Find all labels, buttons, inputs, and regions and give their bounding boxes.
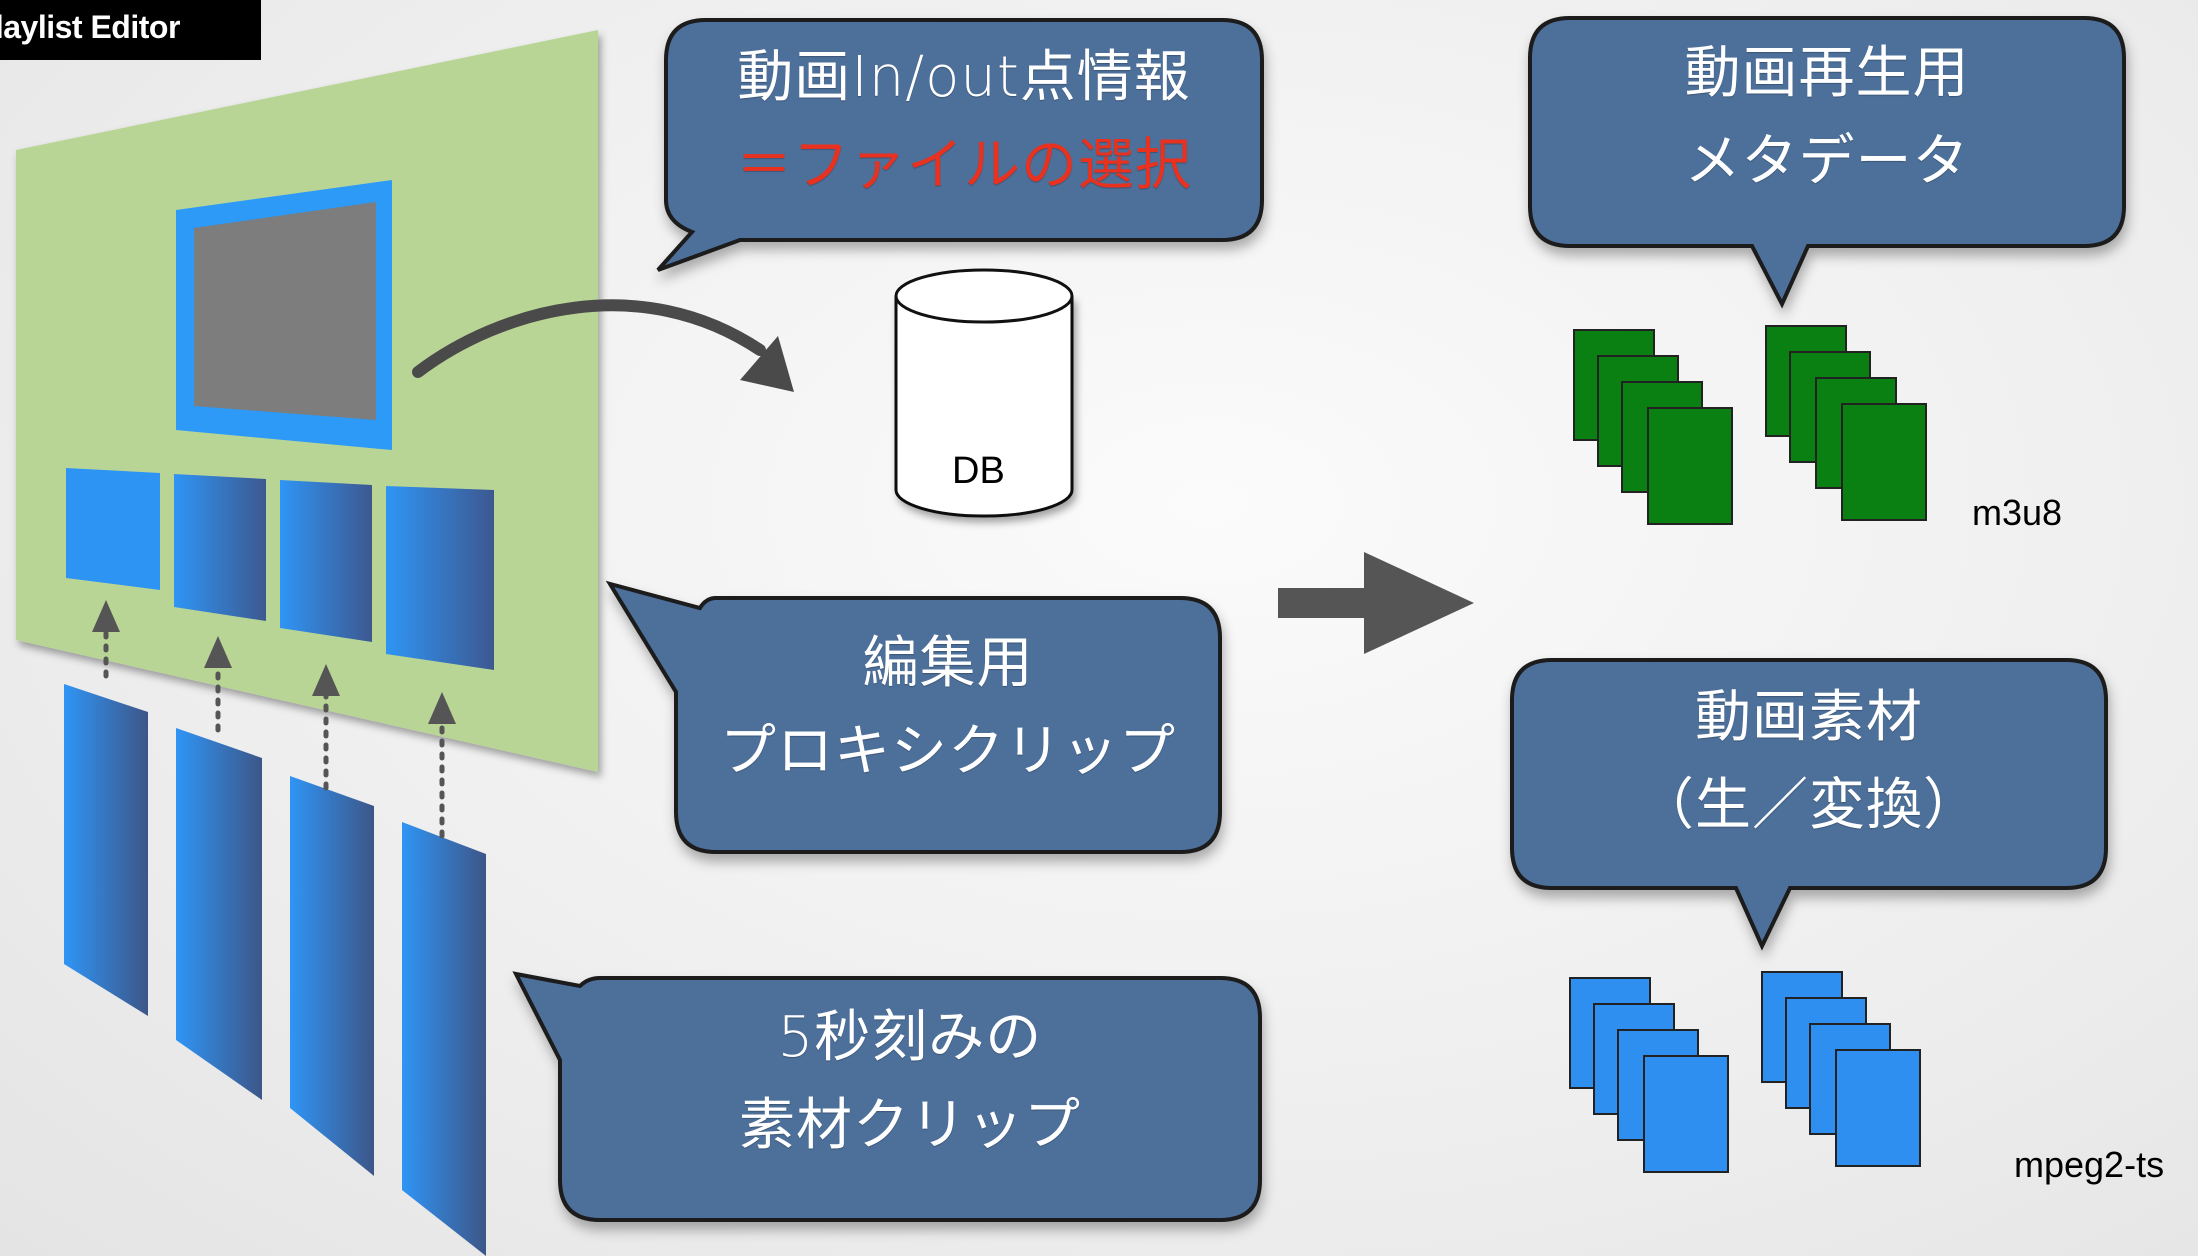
m3u8-label: m3u8 — [1972, 492, 2063, 533]
source-strip-4 — [402, 822, 486, 1256]
bubble-proxy — [605, 580, 1222, 854]
proxy-clip-1 — [66, 468, 160, 590]
bubble-source — [1510, 658, 2108, 951]
proxy-clip-2 — [174, 474, 266, 621]
proxy-clip-3 — [280, 480, 372, 642]
source-strip-2 — [176, 728, 262, 1100]
bubble-source-line2: （生／変換） — [1638, 773, 1980, 838]
bubble-inout-line2: ＝ファイルの選択 — [736, 133, 1192, 198]
bubble-meta-line2: メタデータ — [1684, 129, 1970, 194]
bubble-source-line1: 動画素材 — [1695, 685, 1923, 750]
m3u8-file-stack-1 — [1573, 329, 1733, 525]
source-strip-3 — [290, 776, 374, 1176]
bubble-meta — [1528, 16, 2126, 309]
source-clip-strips — [64, 684, 486, 1256]
bubble-source-text: 動画素材 （生／変換） — [1512, 674, 2106, 850]
db-label: DB — [952, 450, 1005, 492]
dotted-up-arrow-heads — [92, 600, 456, 724]
bubble-clips-text: 5秒刻みの 素材クリップ — [560, 994, 1260, 1170]
ts-file-stack-2 — [1761, 971, 1921, 1167]
bubble-meta-text: 動画再生用 メタデータ — [1530, 30, 2124, 206]
bubble-inout-line1: 動画In/out点情報 — [737, 45, 1191, 110]
bubble-clips-line1: 5秒刻みの — [777, 1005, 1043, 1070]
ts-label: mpeg2-ts — [2014, 1144, 2165, 1185]
bubble-inout — [656, 18, 1264, 272]
bubble-inout-text: 動画In/out点情報 ＝ファイルの選択 — [666, 34, 1262, 210]
database-cylinder-icon — [894, 268, 1074, 518]
m3u8-file-stack-2 — [1765, 325, 1927, 521]
bubble-clips-line2: 素材クリップ — [739, 1093, 1081, 1158]
curved-arrow-icon — [412, 299, 794, 392]
source-strip-1 — [64, 684, 148, 1016]
ts-file-stack-1 — [1569, 977, 1729, 1173]
bubble-proxy-text: 編集用 プロキシクリップ — [676, 620, 1220, 796]
bubble-meta-line1: 動画再生用 — [1684, 41, 1970, 106]
preview-screen — [194, 202, 376, 420]
bubble-proxy-line2: プロキシクリップ — [720, 719, 1176, 784]
bubble-clips — [512, 971, 1262, 1222]
proxy-editor-panel — [16, 30, 598, 772]
proxy-clip-4 — [386, 486, 494, 670]
arrow-right-icon — [1278, 552, 1474, 654]
dotted-up-arrow-icon — [103, 623, 445, 839]
bubble-proxy-line1: 編集用 — [862, 631, 1034, 696]
app-title: Playlist Editor — [0, 0, 261, 60]
